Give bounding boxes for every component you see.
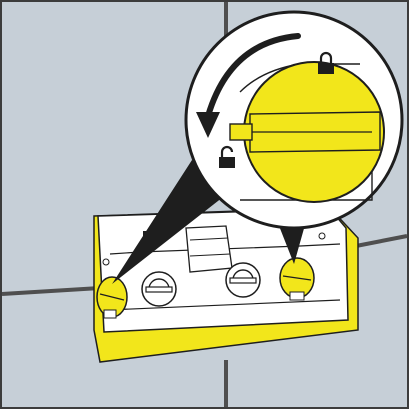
padlock-open-icon — [219, 145, 235, 168]
zoom-housing-bottom — [240, 160, 373, 201]
fastener-white-right-slot — [229, 277, 257, 284]
fastener-white-right — [225, 262, 261, 298]
zoomed-knob-tab — [229, 123, 253, 141]
fastener-yellow-left-tab — [103, 309, 117, 319]
grout-line-right-horizontal — [355, 234, 408, 248]
counterclockwise-arrow-icon — [205, 33, 301, 119]
fastener-white-right-arc — [232, 269, 254, 281]
fastener-yellow-right — [279, 257, 315, 301]
callout-pointer-left — [112, 160, 232, 284]
fastener-yellow-left — [96, 276, 128, 319]
padlock-closed-icon — [318, 51, 334, 74]
connector-line-2 — [189, 253, 231, 257]
fastener-yellow-right-tab — [289, 291, 305, 301]
fastener-white-left-slot — [145, 286, 173, 293]
screw-hole-right — [318, 232, 326, 240]
grout-line-left-horizontal — [1, 286, 101, 296]
center-connector — [185, 225, 233, 273]
fastener-yellow-left-slot — [99, 293, 125, 301]
connector-line-1 — [189, 237, 229, 241]
screw-hole-left — [102, 258, 110, 266]
fastener-white-left-arc — [148, 278, 170, 290]
arrow-head-icon — [196, 112, 220, 138]
fastener-white-left — [141, 271, 177, 307]
fastener-yellow-right-slot — [282, 275, 312, 281]
zoom-callout — [184, 10, 404, 230]
box-bottom-ledge — [107, 299, 341, 311]
